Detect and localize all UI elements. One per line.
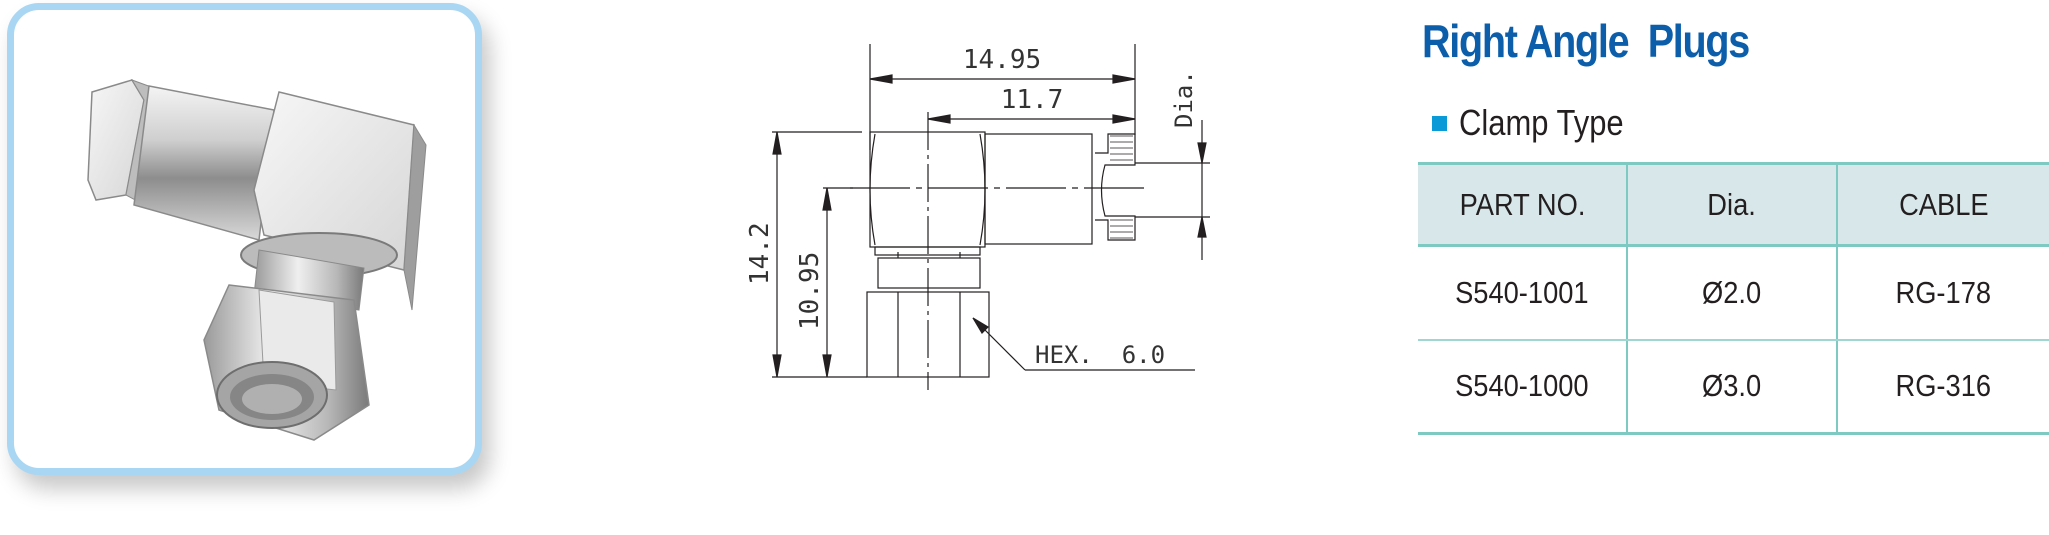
cell-cable: RG-316 — [1836, 339, 2049, 435]
spec-table: PART NO. Dia. CABLE S540-1001 Ø2.0 RG-17… — [1418, 162, 2049, 435]
hex-label: HEX. 6.0 — [1035, 341, 1165, 369]
dim-overall-length: 14.95 — [963, 45, 1041, 75]
product-title: Right Angle Plugs — [1422, 15, 1750, 67]
cell-dia: Ø2.0 — [1626, 245, 1838, 341]
cell-part-no: S540-1001 — [1418, 245, 1628, 341]
table-row: S540-1001 Ø2.0 RG-178 — [1418, 245, 2049, 341]
cell-cable: RG-178 — [1836, 245, 2049, 341]
subtitle-text: Clamp Type — [1459, 102, 1624, 143]
table-header-row: PART NO. Dia. CABLE — [1418, 162, 2049, 247]
square-bullet-icon — [1432, 115, 1447, 131]
dim-center-to-end: 11.7 — [1001, 85, 1064, 115]
dim-center-height: 10.95 — [795, 252, 825, 330]
product-subtitle: Clamp Type — [1432, 102, 1650, 144]
header-cable: CABLE — [1836, 162, 2049, 247]
dimension-drawing: 14.95 11.7 Dia. HEX. 6.0 14.2 10.95 — [745, 44, 1210, 390]
header-part-no: PART NO. — [1418, 162, 1628, 247]
connector-photo — [87, 79, 427, 441]
dim-dia-label: Dia. — [1170, 70, 1198, 128]
cell-dia: Ø3.0 — [1626, 339, 1838, 435]
table-row: S540-1000 Ø3.0 RG-316 — [1418, 339, 2049, 435]
dim-overall-height: 14.2 — [745, 222, 775, 285]
header-dia: Dia. — [1626, 162, 1838, 247]
cell-part-no: S540-1000 — [1418, 339, 1628, 435]
product-photo-card — [7, 3, 482, 475]
